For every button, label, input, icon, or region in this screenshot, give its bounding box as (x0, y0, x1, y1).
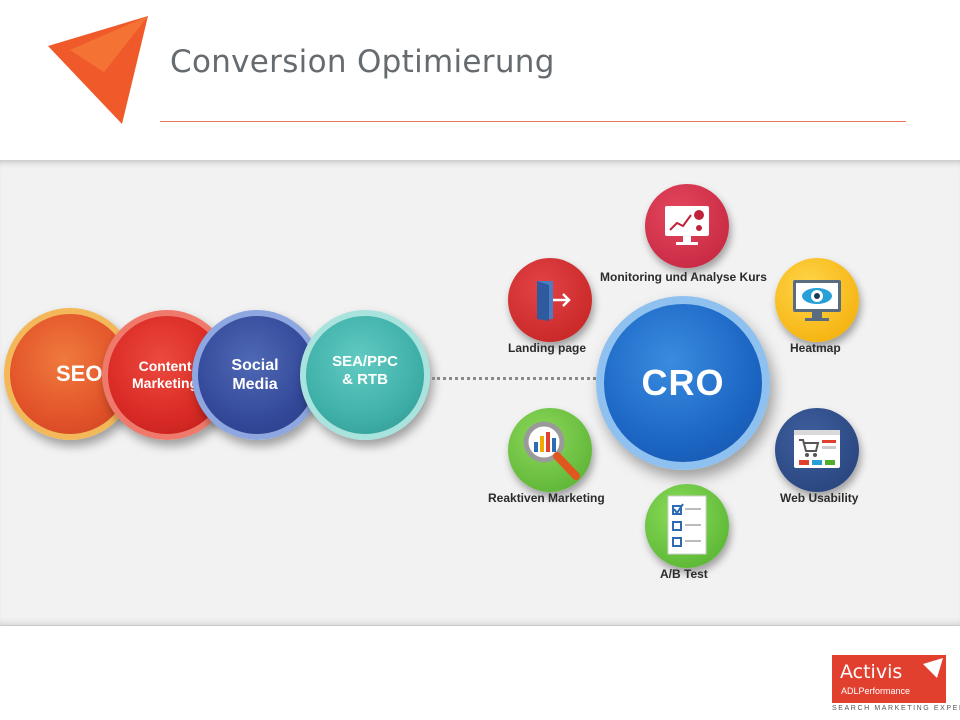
activis-logo: Activis ADLPerformance (832, 655, 946, 703)
label-heatmap: Heatmap (790, 341, 841, 355)
checklist-icon (645, 484, 729, 568)
title-divider (160, 121, 906, 122)
label-reaktiven-marketing: Reaktiven Marketing (488, 491, 605, 505)
brand-arrow-icon (923, 658, 943, 678)
dotted-connector (432, 377, 602, 380)
analytics-monitor-icon (645, 184, 729, 268)
brand-name: Activis (840, 661, 903, 683)
channel-sea-ppc-label: SEA/PPC & RTB (332, 353, 398, 388)
channel-social-media-label: Social Media (231, 356, 279, 393)
brand-sub: ADLPerformance (841, 686, 911, 696)
door-arrow-icon (508, 258, 592, 342)
label-web-usability: Web Usability (780, 491, 859, 505)
shopping-page-icon (775, 408, 859, 492)
cro-hub: CRO (596, 296, 770, 470)
label-monitoring: Monitoring und Analyse Kurs (600, 270, 767, 284)
cro-hub-label: CRO (641, 362, 725, 404)
brand-tagline: SEARCH MARKETING EXPERTS (832, 705, 960, 712)
magnifier-chart-icon (508, 408, 592, 492)
page-title: Conversion Optimierung (170, 44, 555, 80)
channel-content-marketing-label: Content Marketing (132, 358, 199, 391)
label-ab-test: A/B Test (660, 567, 708, 581)
logo-arrow-icon (48, 16, 148, 124)
channel-seo-label: SEO (56, 360, 103, 386)
eye-monitor-icon (775, 258, 859, 342)
label-landing-page: Landing page (508, 341, 586, 355)
channel-sea-ppc: SEA/PPC & RTB (300, 310, 430, 440)
